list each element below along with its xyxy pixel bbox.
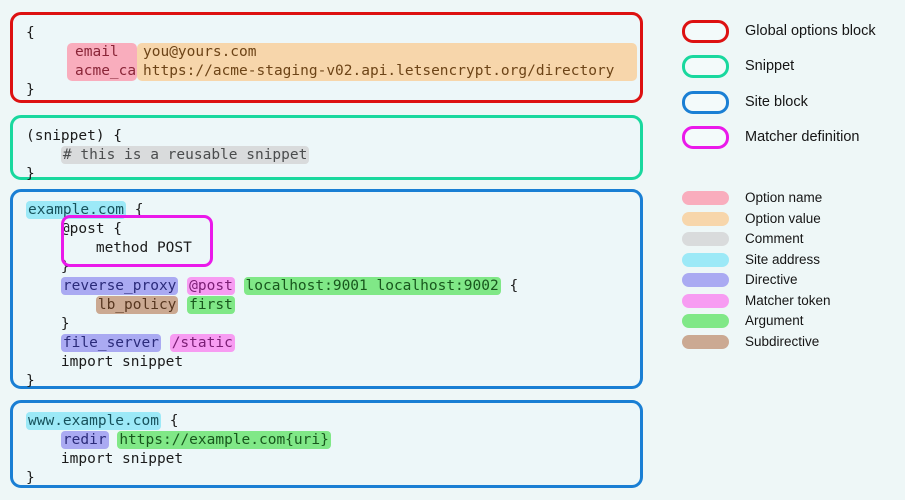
legend-outline-item-global-options-block: Global options block <box>682 19 876 43</box>
lb-policy-line: lb_policy first <box>26 296 628 315</box>
matcher-def-close-brace: } <box>26 258 628 277</box>
site-address: www.example.com <box>26 412 161 430</box>
legend-label: Site address <box>745 252 821 267</box>
matcher-token: @post <box>187 277 235 295</box>
legend-color-item-directive: Directive <box>682 271 798 288</box>
global-open-brace: { <box>26 25 35 41</box>
directive-token: reverse_proxy <box>60 277 179 295</box>
global-close-brace: } <box>26 82 35 98</box>
legend-label: Global options block <box>745 23 876 39</box>
matcher-token: /static <box>169 334 235 352</box>
snippet-header: (snippet) { <box>26 128 123 144</box>
site1-open-brace: { <box>134 202 144 218</box>
legend-label: Comment <box>745 231 804 246</box>
option-name: email <box>67 43 137 62</box>
swatch-fill-icon <box>682 190 729 205</box>
legend-panel: Global options block Snippet Site block … <box>668 0 905 500</box>
legend-label: Matcher definition <box>745 129 860 145</box>
swatch-fill-icon <box>682 313 729 328</box>
import-text: import snippet <box>60 451 184 467</box>
legend-color-item-site-address: Site address <box>682 251 820 268</box>
matcher-def-header-text: @post { <box>60 221 123 237</box>
swatch-outline-icon <box>682 90 729 114</box>
legend-color-item-option-name: Option name <box>682 189 822 206</box>
legend-color-item-option-value: Option value <box>682 210 821 227</box>
swatch-fill-icon <box>682 272 729 287</box>
comment-token: # this is a reusable snippet <box>60 146 310 164</box>
legend-label: Snippet <box>745 58 795 74</box>
snippet-block: (snippet) { # this is a reusable snippet… <box>10 115 643 182</box>
redir-line: redir https://example.com{uri} <box>26 431 628 450</box>
argument-token: first <box>187 296 235 314</box>
directive-token: redir <box>60 431 109 449</box>
legend-color-item-matcher-token: Matcher token <box>682 292 831 309</box>
site2-address-line: www.example.com { <box>26 412 628 431</box>
swatch-outline-icon <box>682 19 729 43</box>
swatch-fill-icon <box>682 252 729 267</box>
legend-label: Option name <box>745 190 823 205</box>
directive-token: file_server <box>60 334 161 352</box>
legend-label: Matcher token <box>745 293 831 308</box>
matcher-def-body: method POST <box>26 239 628 258</box>
option-value: you@yours.com <box>137 43 637 62</box>
swatch-fill-icon <box>682 211 729 226</box>
site-block-www-example-com: www.example.com { redir https://example.… <box>10 400 643 488</box>
swatch-fill-icon <box>682 293 729 308</box>
subdirective-token: lb_policy <box>95 296 179 314</box>
legend-color-item-argument: Argument <box>682 312 804 329</box>
legend-label: Subdirective <box>745 334 820 349</box>
legend-label: Directive <box>745 272 798 287</box>
site1-address-line: example.com { <box>26 201 628 220</box>
site2-close-brace: } <box>26 470 35 486</box>
legend-label: Option value <box>745 211 821 226</box>
legend-outline-item-matcher-definition: Matcher definition <box>682 125 859 149</box>
legend-color-item-comment: Comment <box>682 230 804 247</box>
site1-import-line: import snippet <box>26 353 628 372</box>
reverse-proxy-close-brace: } <box>26 315 628 334</box>
swatch-outline-icon <box>682 125 729 149</box>
argument-token: https://example.com{uri} <box>117 431 331 449</box>
site1-close-brace: } <box>26 373 35 389</box>
swatch-outline-icon <box>682 54 729 78</box>
legend-color-item-subdirective: Subdirective <box>682 333 819 350</box>
site-block-example-com: example.com { @post { method POST } reve… <box>10 189 643 389</box>
legend-label: Site block <box>745 94 808 110</box>
legend-outline-item-site-block: Site block <box>682 90 808 114</box>
swatch-fill-icon <box>682 231 729 246</box>
snippet-comment-line: # this is a reusable snippet <box>26 146 628 165</box>
matcher-def-body-text: method POST <box>95 240 192 256</box>
reverse-proxy-close-text: } <box>60 316 70 332</box>
site2-open-brace: { <box>169 413 179 429</box>
legend-label: Argument <box>745 313 804 328</box>
import-text: import snippet <box>60 354 184 370</box>
reverse-proxy-line: reverse_proxy @post localhost:9001 local… <box>26 277 628 296</box>
swatch-fill-icon <box>682 334 729 349</box>
reverse-proxy-open-brace: { <box>509 278 519 294</box>
matcher-def-header: @post { <box>26 220 628 239</box>
option-value: https://acme-staging-v02.api.letsencrypt… <box>137 62 637 81</box>
argument-token: localhost:9001 localhost:9002 <box>243 277 501 295</box>
matcher-def-close-text: } <box>60 259 70 275</box>
site-address: example.com <box>26 201 127 219</box>
file-server-line: file_server /static <box>26 334 628 353</box>
option-name: acme_ca <box>67 62 137 81</box>
site2-import-line: import snippet <box>26 450 628 469</box>
snippet-close-brace: } <box>26 166 35 182</box>
legend-outline-item-snippet: Snippet <box>682 54 794 78</box>
